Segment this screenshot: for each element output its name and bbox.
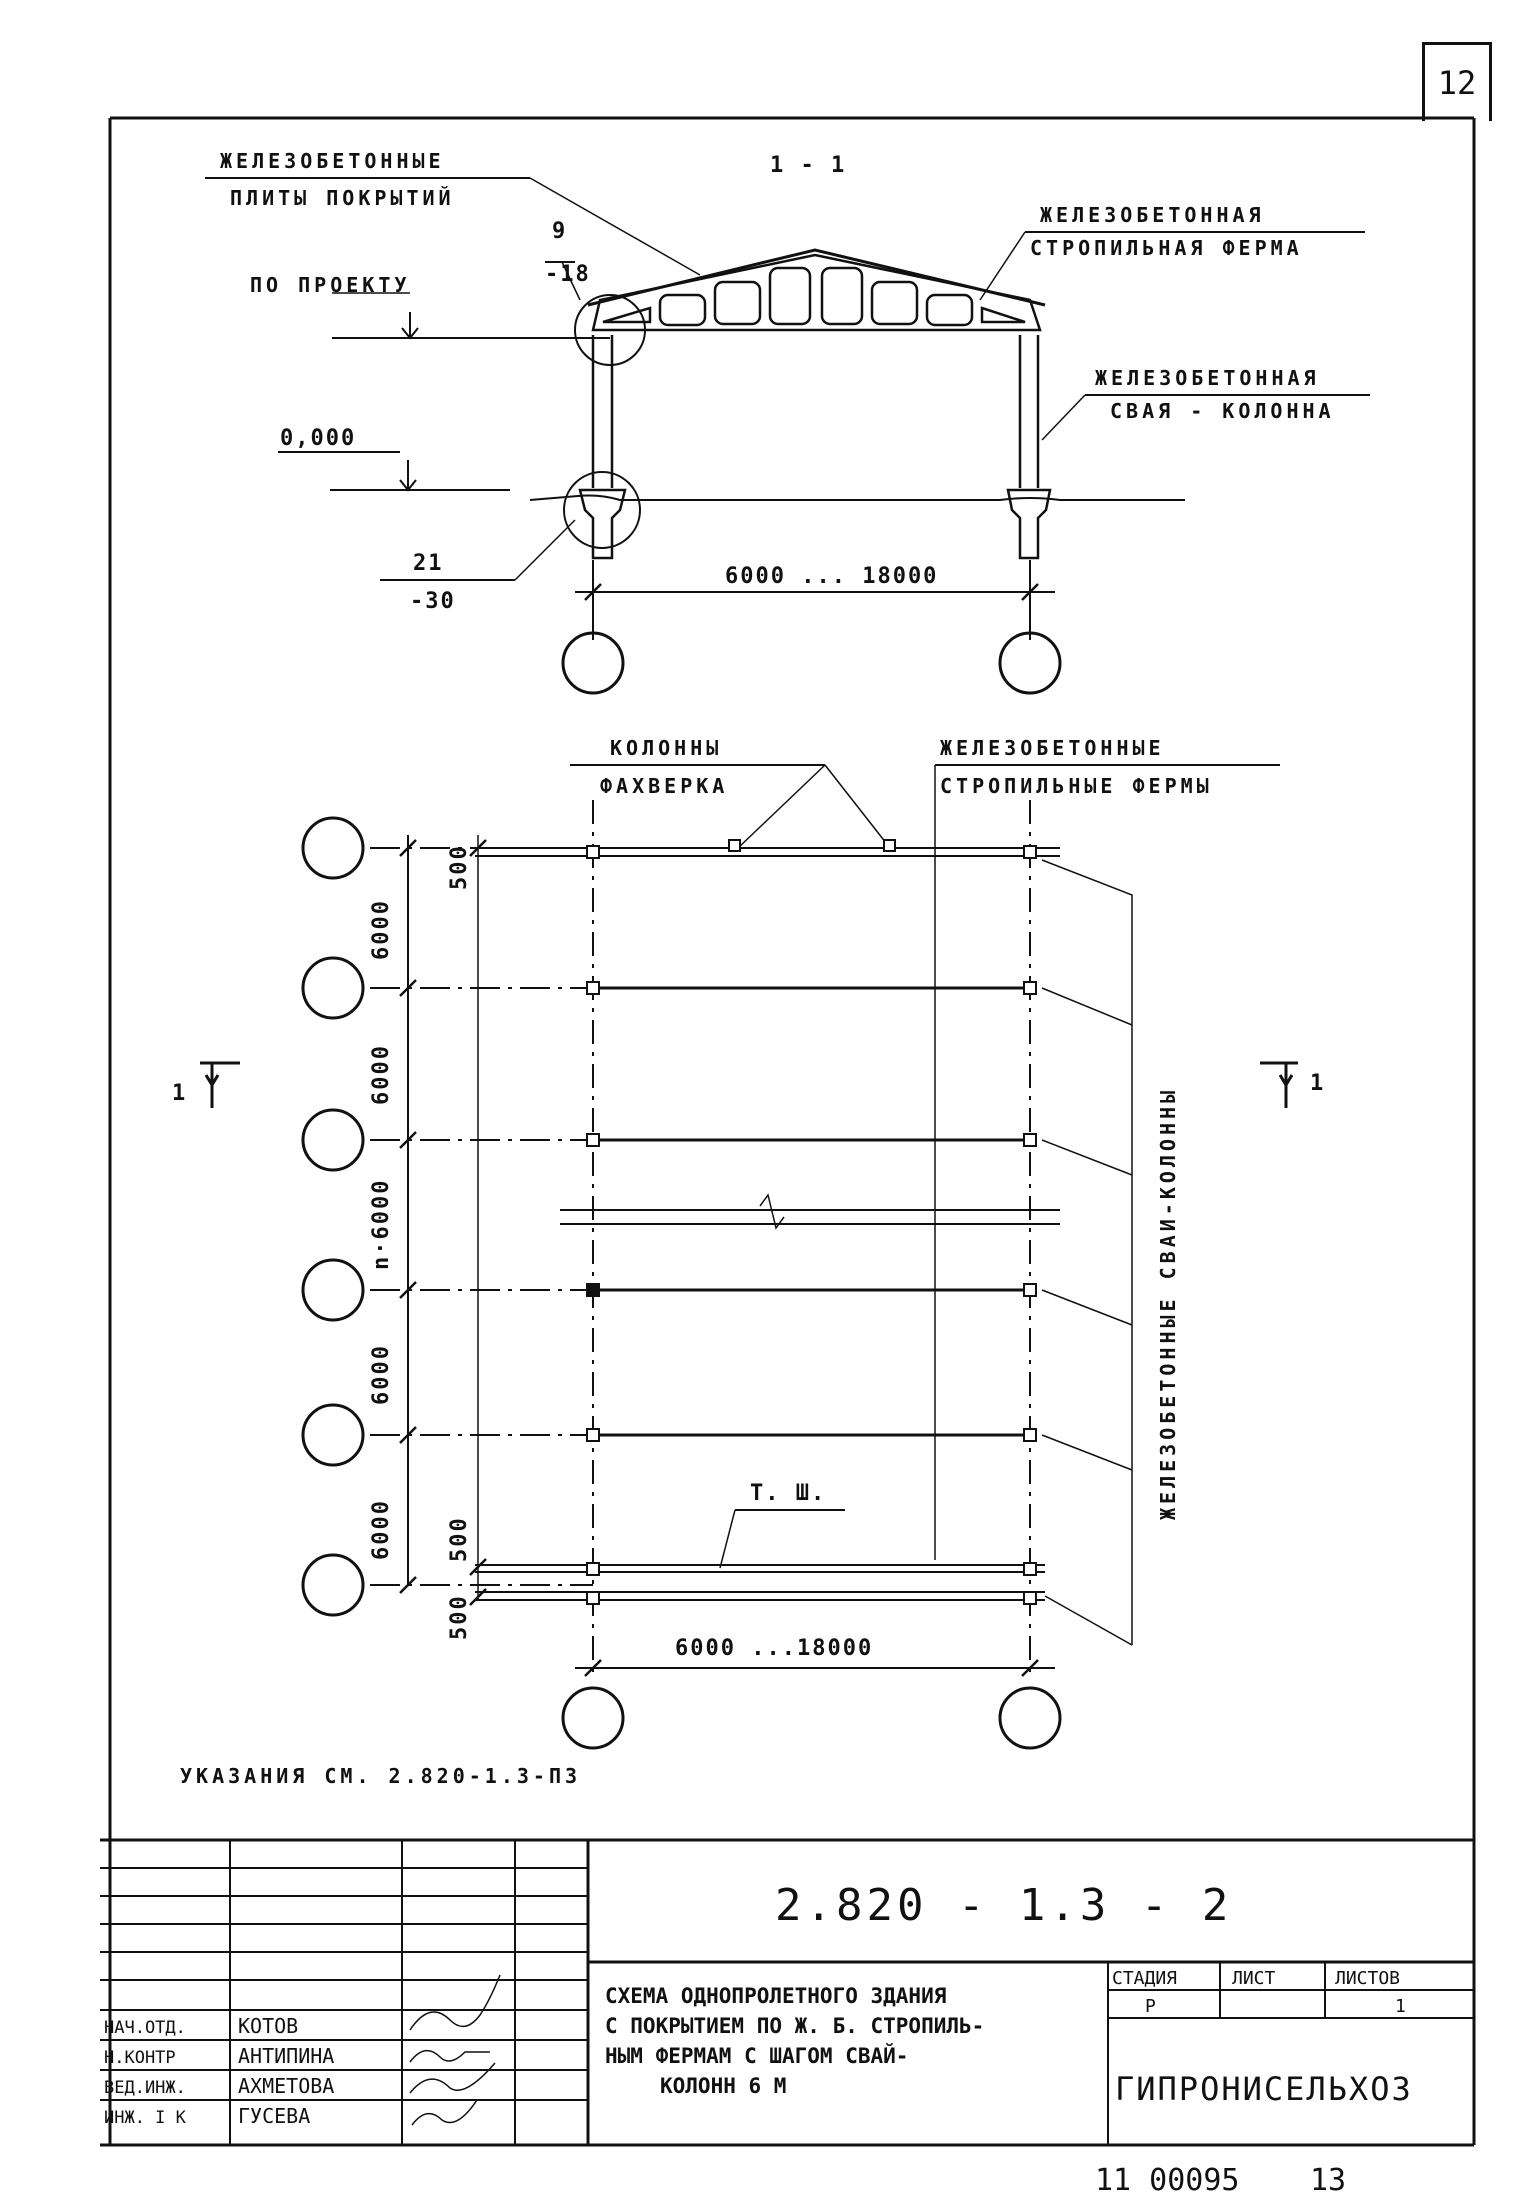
axis-bubble — [998, 1686, 1062, 1750]
staff-role-2: Н.КОНТР — [104, 2048, 176, 2068]
desc-line-1: СХЕМА ОДНОПРОЛЕТНОГО ЗДАНИЯ — [605, 1984, 946, 2008]
label-plates-1: ЖЕЛЕЗОБЕТОННЫЕ — [220, 149, 445, 173]
step-dim-3: n·6000 — [369, 1179, 394, 1270]
staff-role-3: ВЕД.ИНЖ. — [104, 2078, 186, 2098]
frame-border — [100, 116, 1476, 2147]
sheets-header: ЛИСТОВ — [1335, 1968, 1400, 1989]
section-mark-right: 1 — [1310, 1071, 1325, 1096]
step-dim-5: 6000 — [369, 1499, 394, 1560]
signature-scribble — [409, 2049, 490, 2063]
plan-view: КОЛОННЫ ФАХВЕРКА ЖЕЛЕЗОБЕТОННЫЕ СТРОПИЛЬ… — [172, 736, 1325, 1750]
section-mark: 1 - 1 — [770, 153, 846, 178]
stage-value: Р — [1145, 1996, 1156, 2017]
signature-scribble — [409, 1974, 501, 2031]
sheet-header: ЛИСТ — [1232, 1968, 1276, 1989]
label-trusses-2: СТРОПИЛЬНЫЕ ФЕРМЫ — [940, 774, 1213, 798]
step-dim-4: 6000 — [369, 1344, 394, 1405]
inventory-number: 11 00095 — [1095, 2163, 1240, 2198]
section-span-dim: 6000 ... 18000 — [725, 564, 938, 589]
node-bottom-den: -30 — [410, 589, 456, 614]
signature-scribble — [409, 2062, 496, 2094]
section-cut-marks — [200, 1061, 1298, 1108]
stage-header: СТАДИЯ — [1112, 1968, 1177, 1989]
node-top-circle — [574, 294, 646, 366]
label-truss-2: СТРОПИЛЬНАЯ ФЕРМА — [1030, 236, 1303, 260]
desc-line-4: КОЛОНН 6 М — [660, 2074, 786, 2098]
pile-leaders — [1041, 859, 1133, 1646]
label-piles-vertical: ЖЕЛЕЗОБЕТОННЫЕ СВАИ-КОЛОННЫ — [1156, 1087, 1180, 1520]
label-pile-2: СВАЯ - КОЛОННА — [1110, 399, 1335, 423]
node-bottom-num: 21 — [413, 551, 444, 576]
label-joint: Т. Ш. — [750, 1481, 826, 1506]
step-dim-1: 6000 — [369, 899, 394, 960]
small-dim-2: 500 — [447, 1516, 472, 1562]
roof-truss — [587, 248, 1046, 332]
plan-span-dim: 6000 ...18000 — [675, 1636, 873, 1661]
node-top-num: 9 — [552, 219, 567, 244]
section-mark-left: 1 — [172, 1081, 187, 1106]
pile-column-right — [1006, 335, 1052, 560]
label-trusses-1: ЖЕЛЕЗОБЕТОННЫЕ — [940, 736, 1165, 760]
staff-name-4: ГУСЕВА — [238, 2104, 310, 2128]
column-node-markers — [586, 839, 1037, 1605]
node-top-den: -18 — [545, 262, 591, 287]
axis-bubble — [998, 631, 1062, 695]
level-zero: 0,000 — [280, 426, 356, 451]
small-dim-3: 500 — [447, 1594, 472, 1640]
staff-role-4: ИНЖ. I К — [104, 2108, 187, 2128]
label-pile-1: ЖЕЛЕЗОБЕТОННАЯ — [1095, 366, 1320, 390]
sheet-number: 12 — [1422, 42, 1492, 121]
axis-bubbles-left — [301, 816, 365, 1617]
label-project: ПО ПРОЕКТУ — [250, 273, 410, 297]
pile-column-left — [578, 335, 627, 560]
note-text: УКАЗАНИЯ СМ. 2.820-1.3-ПЗ — [180, 1764, 581, 1788]
axis-bubble — [561, 631, 625, 695]
label-plates-2: ПЛИТЫ ПОКРЫТИЙ — [230, 186, 455, 210]
label-truss-1: ЖЕЛЕЗОБЕТОННАЯ — [1040, 203, 1265, 227]
section-1-1: 1 - 1 ПО ПРОЕКТУ 0,000 — [205, 149, 1370, 695]
node-bottom-circle — [563, 471, 641, 549]
small-dim-1: 500 — [447, 844, 472, 890]
label-fachwerk-2: ФАХВЕРКА — [600, 774, 728, 798]
organization: ГИПРОНИСЕЛЬХОЗ — [1115, 2070, 1413, 2108]
step-dim-2: 6000 — [369, 1044, 394, 1105]
sheets-value: 1 — [1395, 1996, 1406, 2017]
axis-bubble — [561, 1686, 625, 1750]
page-number: 13 — [1310, 2163, 1346, 2198]
label-fachwerk-1: КОЛОННЫ — [610, 736, 722, 760]
ground-line — [529, 494, 1185, 501]
desc-line-2: С ПОКРЫТИЕМ ПО Ж. Б. СТРОПИЛЬ- — [605, 2014, 984, 2038]
signature-scribble — [411, 2099, 478, 2126]
title-block — [100, 1838, 1474, 2145]
desc-line-3: НЫМ ФЕРМАМ С ШАГОМ СВАЙ- — [605, 2043, 908, 2068]
staff-role-1: НАЧ.ОТД. — [104, 2018, 186, 2038]
staff-name-1: КОТОВ — [238, 2014, 298, 2038]
staff-name-2: АНТИПИНА — [238, 2044, 334, 2068]
staff-name-3: АХМЕТОВА — [238, 2074, 334, 2098]
doc-code: 2.820 - 1.3 - 2 — [775, 1880, 1232, 1931]
